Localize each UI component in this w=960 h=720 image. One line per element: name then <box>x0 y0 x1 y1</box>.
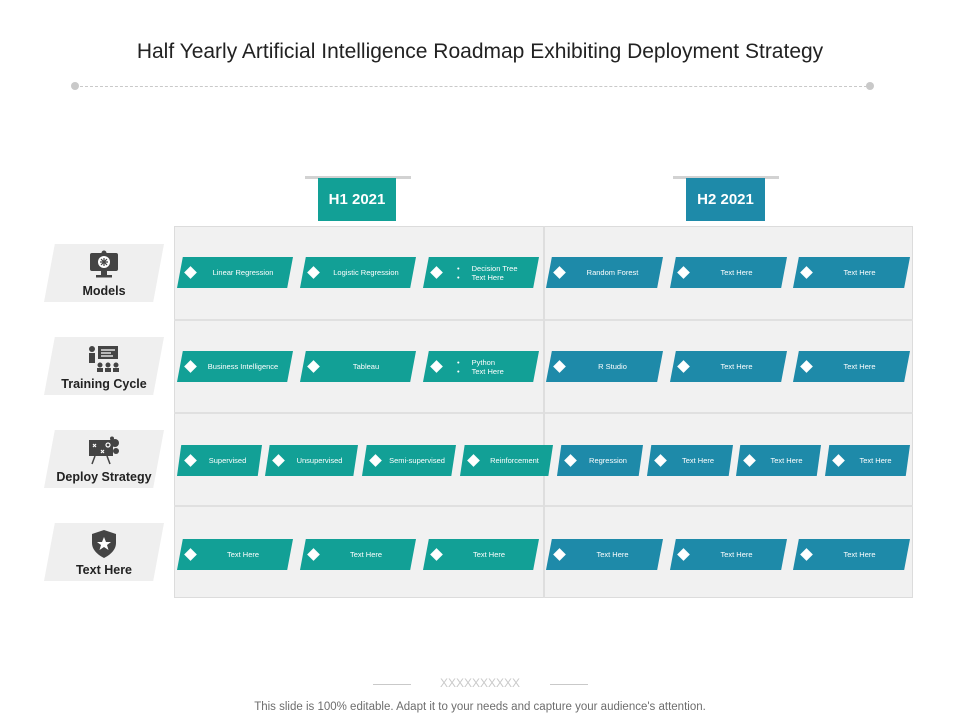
diamond-bullet-icon <box>307 360 320 373</box>
chip-text-here: Text Here <box>670 539 787 570</box>
chip-unsupervised: Unsupervised <box>265 445 358 476</box>
diamond-bullet-icon <box>430 548 443 561</box>
diamond-bullet-icon <box>467 454 480 467</box>
row-label-training-cycle: Training Cycle <box>44 337 164 395</box>
diamond-bullet-icon <box>677 266 690 279</box>
chip-text-here: Text Here <box>670 351 787 382</box>
row-label-deploy-strategy: Deploy Strategy <box>44 430 164 488</box>
diamond-bullet-icon <box>184 548 197 561</box>
diamond-bullet-icon <box>800 266 813 279</box>
diamond-bullet-icon <box>677 548 690 561</box>
chip-text-here: Text Here <box>546 539 663 570</box>
diamond-bullet-icon <box>430 266 443 279</box>
chip-text-here: Text Here <box>793 539 910 570</box>
page-title: Half Yearly Artificial Intelligence Road… <box>136 40 824 63</box>
chip-supervised: Supervised <box>177 445 262 476</box>
diamond-bullet-icon <box>553 266 566 279</box>
chip-business-intelligence: Business Intelligence <box>177 351 293 382</box>
chip-text-here: Text Here <box>423 539 539 570</box>
chip-r-studio: R Studio <box>546 351 663 382</box>
diamond-bullet-icon <box>272 454 285 467</box>
chip-reinforcement: Reinforcement <box>460 445 553 476</box>
presentation-team-icon <box>44 343 164 372</box>
chip-random-forest: Random Forest <box>546 257 663 288</box>
chip-python: Python Text Here <box>423 351 539 382</box>
monitor-brain-icon <box>44 250 164 278</box>
chip-text-here: Text Here <box>670 257 787 288</box>
bullet-list: Python Text Here <box>457 358 504 376</box>
chip-regression: Regression <box>557 445 643 476</box>
chip-linear-regression: Linear Regression <box>177 257 293 288</box>
chip-text-here: Text Here <box>177 539 293 570</box>
diamond-bullet-icon <box>184 360 197 373</box>
diamond-bullet-icon <box>307 548 320 561</box>
title-rule <box>75 86 872 87</box>
h1-header: H1 2021 <box>318 178 396 221</box>
diamond-bullet-icon <box>832 454 845 467</box>
diamond-bullet-icon <box>743 454 756 467</box>
footer-note: This slide is 100% editable. Adapt it to… <box>254 701 706 713</box>
chip-tableau: Tableau <box>300 351 416 382</box>
footer-rule-right <box>550 684 588 685</box>
chip-text-here: Text Here <box>793 351 910 382</box>
bullet-list: Decision Tree Text Here <box>457 264 518 282</box>
footer-decoration: XXXXXXXXXX <box>439 676 521 690</box>
diamond-bullet-icon <box>184 266 197 279</box>
footer-rule-left <box>373 684 411 685</box>
row-label-text: Training Cycle <box>61 377 147 391</box>
star-shield-icon <box>44 529 164 558</box>
chip-text-here: Text Here <box>300 539 416 570</box>
chip-text-here: Text Here <box>793 257 910 288</box>
diamond-bullet-icon <box>800 360 813 373</box>
diamond-bullet-icon <box>800 548 813 561</box>
chip-text-here: Text Here <box>736 445 821 476</box>
title-rule-right-dot <box>866 82 874 90</box>
diamond-bullet-icon <box>430 360 443 373</box>
chip-logistic-regression: Logistic Regression <box>300 257 416 288</box>
row-label-text: Models <box>82 284 126 298</box>
strategy-board-icon <box>44 436 164 465</box>
row-label-text: Text Here <box>75 563 133 577</box>
diamond-bullet-icon <box>564 454 577 467</box>
row-label-text: Deploy Strategy <box>56 470 152 484</box>
chip-text-here: Text Here <box>647 445 733 476</box>
diamond-bullet-icon <box>553 548 566 561</box>
chip-decision-tree: Decision Tree Text Here <box>423 257 539 288</box>
chip-text-here: Text Here <box>825 445 910 476</box>
diamond-bullet-icon <box>307 266 320 279</box>
diamond-bullet-icon <box>369 454 382 467</box>
diamond-bullet-icon <box>553 360 566 373</box>
diamond-bullet-icon <box>184 454 197 467</box>
row-label-text-here: Text Here <box>44 523 164 581</box>
diamond-bullet-icon <box>677 360 690 373</box>
row-label-models: Models <box>44 244 164 302</box>
half-divider <box>543 226 545 598</box>
diamond-bullet-icon <box>654 454 667 467</box>
chip-semi-supervised: Semi-supervised <box>362 445 456 476</box>
h2-header: H2 2021 <box>686 178 765 221</box>
